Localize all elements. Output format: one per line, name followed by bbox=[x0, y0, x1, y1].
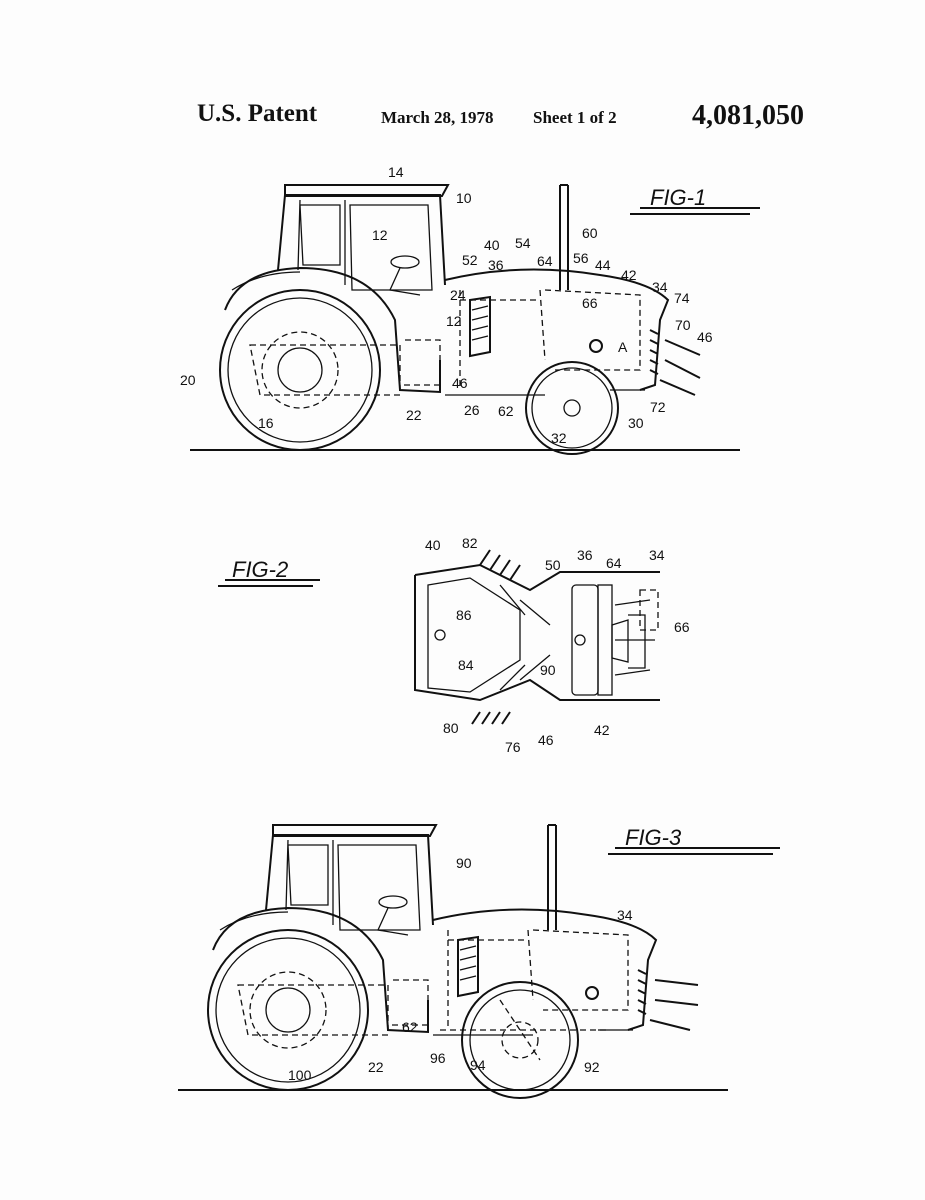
patent-title: U.S. Patent bbox=[197, 100, 318, 127]
reference-numeral: 16 bbox=[258, 415, 274, 431]
reference-numeral: 46 bbox=[538, 732, 554, 748]
figure-3-reference-numerals: 90 34 62 100 22 96 94 92 bbox=[288, 855, 633, 1083]
reference-numeral: FIG-3 bbox=[625, 825, 682, 850]
reference-numeral: 66 bbox=[582, 295, 598, 311]
patent-number: 4,081,050 bbox=[692, 100, 804, 131]
figure-1-reference-numerals: 14 10 12 60 40 54 52 36 56 44 64 42 24 3… bbox=[180, 164, 713, 446]
reference-numeral: 26 bbox=[464, 402, 480, 418]
reference-numeral: 22 bbox=[406, 407, 422, 423]
reference-numeral: 70 bbox=[675, 317, 691, 333]
reference-numeral: A bbox=[618, 339, 628, 355]
reference-numeral: FIG-2 bbox=[232, 557, 288, 582]
patent-date: March 28, 1978 bbox=[381, 108, 494, 127]
figure-2-cooling-section bbox=[414, 549, 660, 725]
reference-numeral: 76 bbox=[505, 739, 521, 755]
figure-2-reference-numerals: 40 82 50 36 64 34 86 66 84 90 80 76 46 4… bbox=[425, 535, 690, 755]
reference-numeral: 20 bbox=[180, 372, 196, 388]
reference-numeral: FIG-1 bbox=[650, 185, 706, 210]
reference-numeral: 90 bbox=[540, 662, 556, 678]
reference-numeral: 42 bbox=[621, 267, 637, 283]
reference-numeral: 46 bbox=[697, 329, 713, 345]
reference-numeral: 40 bbox=[484, 237, 500, 253]
reference-numeral: 92 bbox=[584, 1059, 600, 1075]
reference-numeral: 96 bbox=[430, 1050, 446, 1066]
figure-2-caption: FIG-2 bbox=[218, 557, 320, 587]
figure-3-caption: FIG-3 bbox=[608, 825, 780, 855]
reference-numeral: 64 bbox=[537, 253, 553, 269]
reference-numeral: 36 bbox=[488, 257, 504, 273]
reference-numeral: 12 bbox=[372, 227, 388, 243]
reference-numeral: 82 bbox=[462, 535, 478, 551]
reference-numeral: 40 bbox=[425, 537, 441, 553]
sheet-number: Sheet 1 of 2 bbox=[533, 108, 617, 127]
reference-numeral: 62 bbox=[402, 1019, 418, 1035]
reference-numeral: 34 bbox=[617, 907, 633, 923]
reference-numeral: 44 bbox=[595, 257, 611, 273]
reference-numeral: 34 bbox=[652, 279, 668, 295]
reference-numeral: 62 bbox=[498, 403, 514, 419]
figure-3-tractor bbox=[177, 824, 729, 1099]
reference-numeral: 34 bbox=[649, 547, 665, 563]
reference-numeral: 54 bbox=[515, 235, 531, 251]
reference-numeral: 52 bbox=[462, 252, 478, 268]
reference-numeral: 90 bbox=[456, 855, 472, 871]
figure-1-caption: FIG-1 bbox=[630, 185, 760, 215]
reference-numeral: 60 bbox=[582, 225, 598, 241]
reference-numeral: 14 bbox=[388, 164, 404, 180]
reference-numeral: 94 bbox=[470, 1057, 486, 1073]
reference-numeral: 86 bbox=[456, 607, 472, 623]
reference-numeral: 12 bbox=[446, 313, 462, 329]
reference-numeral: 46 bbox=[452, 375, 468, 391]
reference-numeral: 30 bbox=[628, 415, 644, 431]
reference-numeral: 72 bbox=[650, 399, 666, 415]
reference-numeral: 32 bbox=[551, 430, 567, 446]
reference-numeral: 80 bbox=[443, 720, 459, 736]
reference-numeral: 10 bbox=[456, 190, 472, 206]
reference-numeral: 84 bbox=[458, 657, 474, 673]
reference-numeral: 24 bbox=[450, 287, 466, 303]
reference-numeral: 50 bbox=[545, 557, 561, 573]
reference-numeral: 36 bbox=[577, 547, 593, 563]
reference-numeral: 66 bbox=[674, 619, 690, 635]
reference-numeral: 56 bbox=[573, 250, 589, 266]
reference-numeral: 74 bbox=[674, 290, 690, 306]
reference-numeral: 64 bbox=[606, 555, 622, 571]
reference-numeral: 100 bbox=[288, 1067, 312, 1083]
reference-numeral: 22 bbox=[368, 1059, 384, 1075]
reference-numeral: 42 bbox=[594, 722, 610, 738]
figure-1-tractor bbox=[189, 184, 741, 455]
